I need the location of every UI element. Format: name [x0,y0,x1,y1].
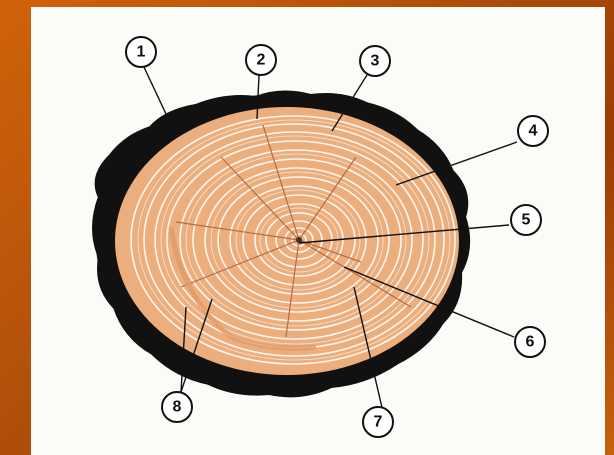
callout-label-5: 5 [522,212,531,229]
callout-label-3: 3 [371,53,380,70]
callout-label-2: 2 [257,52,266,69]
callout-label-8: 8 [173,399,182,416]
callout-label-7: 7 [374,414,383,431]
callout-7: 7 [363,407,393,437]
callout-1: 1 [126,37,156,67]
callout-5: 5 [511,205,541,235]
pith [296,237,302,243]
callout-3: 3 [360,46,390,76]
tree-trunk-cross-section-diagram: 1 2 3 4 5 6 7 8 [31,7,605,455]
callout-label-4: 4 [529,123,538,140]
callout-label-6: 6 [526,334,535,351]
callout-4: 4 [518,116,548,146]
callout-label-1: 1 [137,44,146,61]
callout-8: 8 [162,392,192,422]
callout-6: 6 [515,327,545,357]
callout-2: 2 [246,45,276,75]
